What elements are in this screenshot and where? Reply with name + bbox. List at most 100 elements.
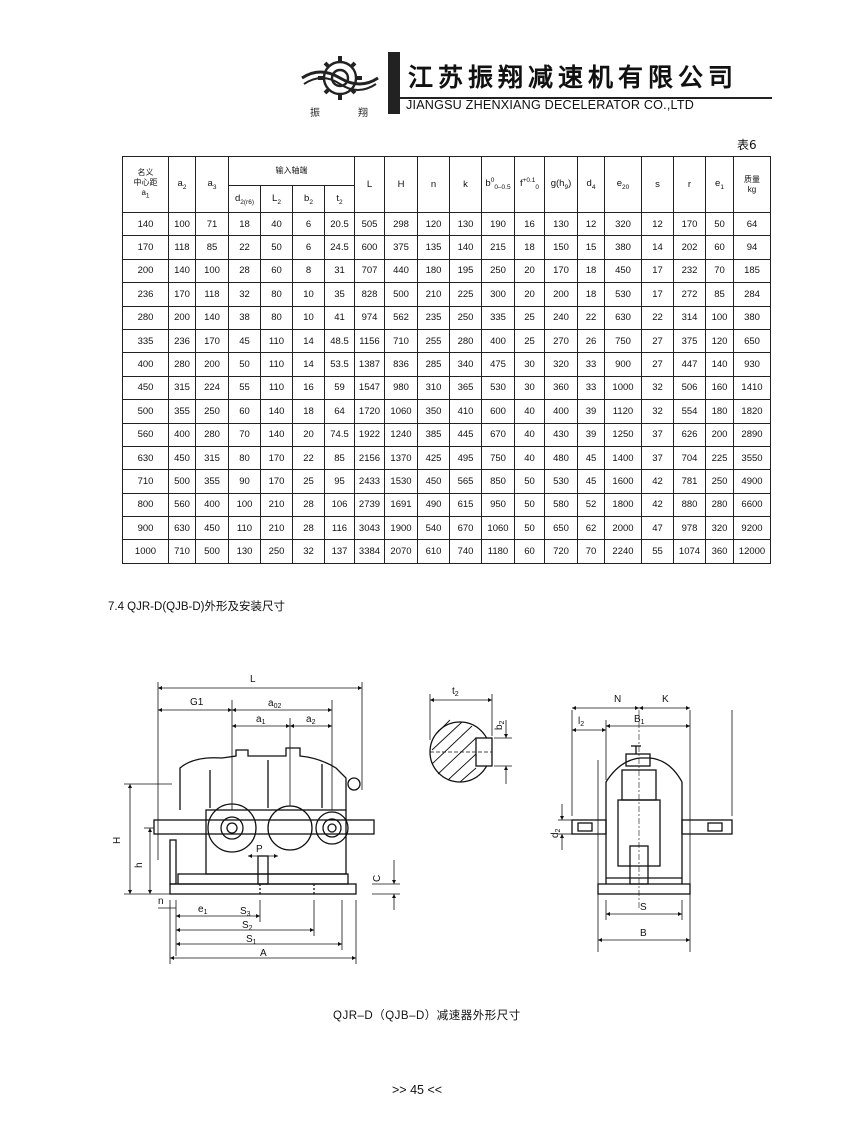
table-cell: 298 xyxy=(384,211,418,237)
table-cell: 135 xyxy=(417,235,450,260)
table-cell: 15 xyxy=(577,235,605,260)
table-cell: 20 xyxy=(514,258,545,284)
table-cell: 225 xyxy=(449,282,482,307)
table-cell: 355 xyxy=(195,469,229,494)
table-cell: 280 xyxy=(122,305,169,330)
table-cell: 27 xyxy=(641,328,674,354)
dim-l2: l2 xyxy=(578,716,584,728)
table-cell: 190 xyxy=(481,211,515,237)
table-cell: 200 xyxy=(705,422,734,447)
table-cell: 2156 xyxy=(354,445,385,471)
table-cell: 580 xyxy=(544,492,578,518)
table-cell: 750 xyxy=(604,328,642,354)
table-cell: 320 xyxy=(544,352,578,377)
table-cell: 850 xyxy=(481,469,515,494)
table-cell: 80 xyxy=(260,305,293,330)
table-cell: 540 xyxy=(417,516,450,541)
table-cell: 1547 xyxy=(354,375,385,401)
table-cell: 1820 xyxy=(733,399,771,424)
table-cell: 38 xyxy=(228,305,261,330)
table-cell: 210 xyxy=(260,492,293,518)
header-s: s xyxy=(641,156,674,213)
table-cell: 1400 xyxy=(604,445,642,471)
header-d2: d2(r6) xyxy=(228,185,261,213)
table-cell: 37 xyxy=(641,422,674,447)
header-b2: b2 xyxy=(292,185,325,213)
table-cell: 62 xyxy=(577,516,605,541)
table-cell: 490 xyxy=(417,492,450,518)
dim-t2: t2 xyxy=(452,686,459,698)
table-cell: 240 xyxy=(544,305,578,330)
table-cell: 118 xyxy=(195,282,229,307)
table-cell: 704 xyxy=(673,445,706,471)
table-cell: 250 xyxy=(449,305,482,330)
table-cell: 232 xyxy=(673,258,706,284)
table-cell: 42 xyxy=(641,469,674,494)
table-cell: 1250 xyxy=(604,422,642,447)
dim-a02: a02 xyxy=(268,698,281,710)
table-cell: 40 xyxy=(514,422,545,447)
table-cell: 320 xyxy=(604,211,642,237)
table-cell: 100 xyxy=(705,305,734,330)
table-cell: 22 xyxy=(577,305,605,330)
table-cell: 47 xyxy=(641,516,674,541)
table-cell: 1074 xyxy=(673,539,706,564)
table-cell: 4900 xyxy=(733,469,771,494)
table-cell: 25 xyxy=(514,305,545,330)
table-cell: 140 xyxy=(122,211,169,237)
logo-char-left: 振 xyxy=(310,106,320,119)
table-cell: 710 xyxy=(168,539,196,564)
table-cell: 94 xyxy=(733,235,771,260)
table-cell: 425 xyxy=(417,445,450,471)
table-cell: 1720 xyxy=(354,399,385,424)
table-cell: 980 xyxy=(384,375,418,401)
table-cell: 365 xyxy=(449,375,482,401)
dim-S: S xyxy=(640,902,647,913)
table-cell: 440 xyxy=(384,258,418,284)
table-cell: 18 xyxy=(514,235,545,260)
table-cell: 495 xyxy=(449,445,482,471)
dim-K: K xyxy=(662,694,669,705)
table-cell: 180 xyxy=(417,258,450,284)
table-cell: 310 xyxy=(417,375,450,401)
table-cell: 50 xyxy=(705,211,734,237)
table-cell: 12000 xyxy=(733,539,771,564)
table-cell: 40 xyxy=(514,445,545,471)
table-cell: 210 xyxy=(417,282,450,307)
table-cell: 500 xyxy=(168,469,196,494)
table-cell: 707 xyxy=(354,258,385,284)
table-cell: 85 xyxy=(324,445,355,471)
table-cell: 14 xyxy=(292,352,325,377)
table-cell: 110 xyxy=(260,352,293,377)
table-cell: 60 xyxy=(260,258,293,284)
table-cell: 12 xyxy=(577,211,605,237)
table-cell: 375 xyxy=(384,235,418,260)
dim-a1: a1 xyxy=(256,714,266,726)
table-cell: 48.5 xyxy=(324,328,355,354)
table-cell: 32 xyxy=(641,375,674,401)
header-f: f+0.10 xyxy=(514,156,545,213)
table-cell: 500 xyxy=(195,539,229,564)
table-cell: 28 xyxy=(292,492,325,518)
table-cell: 42 xyxy=(641,492,674,518)
header-r: r xyxy=(673,156,706,213)
dim-G1: G1 xyxy=(190,697,204,708)
header-a3: a3 xyxy=(195,156,229,213)
table-cell: 3384 xyxy=(354,539,385,564)
table-cell: 1060 xyxy=(481,516,515,541)
table-cell: 1240 xyxy=(384,422,418,447)
table-cell: 224 xyxy=(195,375,229,401)
table-cell: 1600 xyxy=(604,469,642,494)
header-d4: d4 xyxy=(577,156,605,213)
table-cell: 140 xyxy=(260,399,293,424)
front-view xyxy=(153,747,375,895)
table-cell: 500 xyxy=(384,282,418,307)
table-cell: 720 xyxy=(544,539,578,564)
table-cell: 55 xyxy=(641,539,674,564)
table-cell: 160 xyxy=(705,375,734,401)
table-cell: 10 xyxy=(292,282,325,307)
table-cell: 314 xyxy=(673,305,706,330)
table-cell: 710 xyxy=(122,469,169,494)
